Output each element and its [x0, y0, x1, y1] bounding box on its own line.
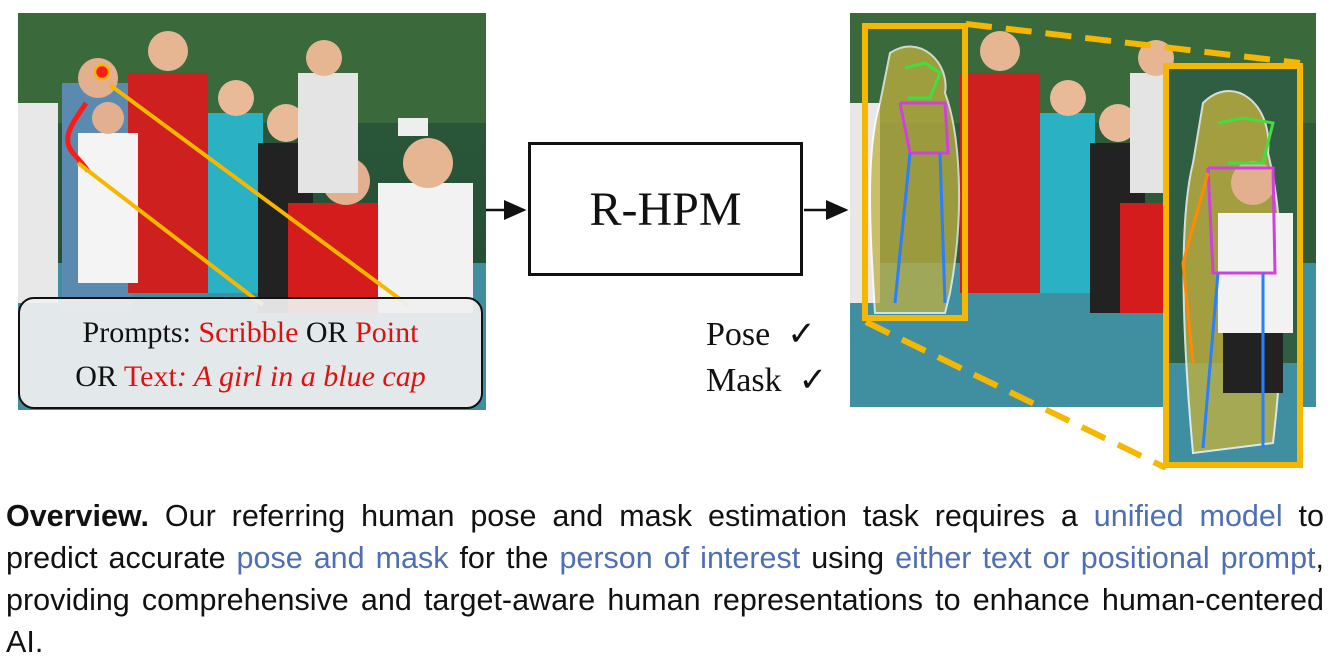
model-box: R-HPM: [528, 142, 803, 276]
caption-highlight: unified model: [1093, 499, 1283, 533]
figure-caption: Overview. Our referring human pose and m…: [6, 495, 1324, 663]
zoom-overlay: [864, 21, 1301, 470]
overview-figure: Prompts: Scribble OR Point OR Text: A gi…: [18, 13, 1316, 470]
check-icon: ✓: [787, 316, 816, 353]
prompt-point: Point: [355, 316, 419, 349]
caption-text: using: [800, 541, 896, 575]
prompt-or: OR: [75, 360, 124, 393]
prompt-line-1: Prompts: Scribble OR Point: [20, 311, 481, 355]
caption-highlight: either text or positional prompt: [895, 541, 1316, 575]
output-labels: Pose ✓ Mask ✓: [706, 312, 846, 404]
caption-text: Our referring human pose and mask estima…: [148, 499, 1094, 533]
caption-text: , providing comprehensive and target-awa…: [6, 541, 1325, 659]
pose-label: Pose ✓: [706, 312, 846, 358]
prompt-or: OR: [298, 316, 356, 349]
model-name: R-HPM: [589, 182, 742, 236]
zoom-panel: [1163, 63, 1303, 468]
mask-label: Mask ✓: [706, 358, 846, 404]
pose-text: Pose: [706, 316, 771, 353]
flow-arrows: [486, 200, 849, 220]
prompt-text-query: A girl in a blue cap: [193, 360, 426, 393]
check-icon: ✓: [798, 362, 828, 399]
prompt-text-label: Text: [123, 360, 177, 393]
prompt-colon: :: [176, 360, 194, 393]
prompt-scribble: Scribble: [198, 316, 299, 349]
caption-highlight: person of interest: [559, 541, 801, 575]
caption-highlight: pose and mask: [236, 541, 449, 575]
input-photo: [18, 13, 486, 410]
prompt-box: Prompts: Scribble OR Point OR Text: A gi…: [18, 297, 483, 409]
mask-text: Mask: [706, 362, 782, 399]
caption-text: to predict accurate: [6, 499, 1324, 575]
prompt-prefix: Prompts:: [82, 316, 199, 349]
caption-lead: Overview.: [6, 499, 149, 533]
prompt-line-2: OR Text: A girl in a blue cap: [20, 355, 481, 399]
caption-text: for the: [448, 541, 560, 575]
